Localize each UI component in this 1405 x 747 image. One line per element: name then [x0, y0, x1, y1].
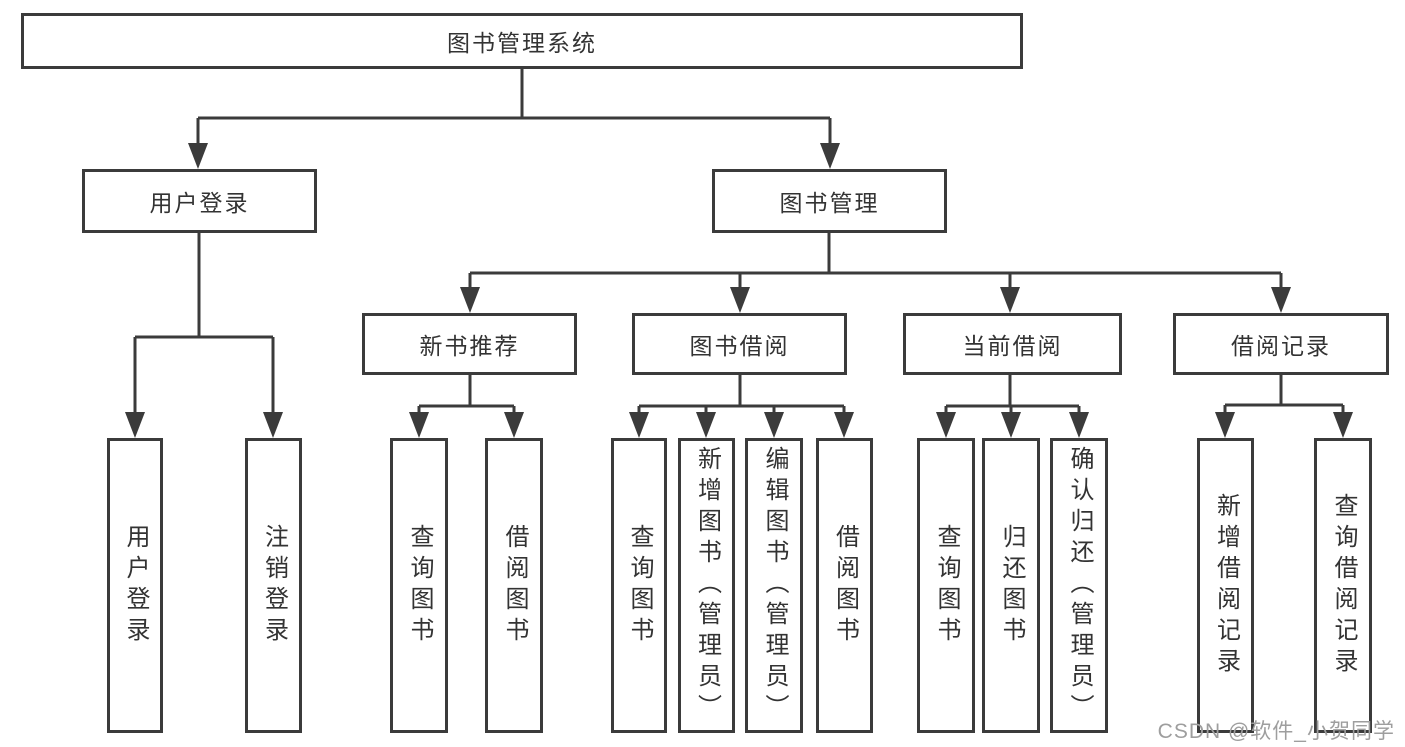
arrowhead-icon [1000, 287, 1020, 313]
node-leaf-return-books: 归还图书 [982, 438, 1040, 733]
arrowhead-icon [1215, 412, 1235, 438]
node-label: 当前借阅 [962, 333, 1063, 359]
node-leaf-query-borrow-record: 查询借阅记录 [1314, 438, 1372, 733]
node-label: 归还图书 [998, 523, 1025, 648]
node-label: 图书借阅 [689, 333, 790, 359]
node-leaf-query-books-2: 查询图书 [611, 438, 667, 733]
node-leaf-query-books-1: 查询图书 [390, 438, 448, 733]
arrowhead-icon [1001, 412, 1021, 438]
arrowhead-icon [834, 412, 854, 438]
node-leaf-logout: 注销登录 [245, 438, 302, 733]
node-current-borrowing: 当前借阅 [903, 313, 1122, 375]
node-leaf-confirm-return: 确认归还（管理员） [1050, 438, 1108, 733]
node-leaf-query-books-3: 查询图书 [917, 438, 975, 733]
node-label: 图书管理系统 [447, 30, 597, 56]
arrowhead-icon [504, 412, 524, 438]
node-label: 新增图书（管理员） [693, 446, 721, 725]
node-book-management: 图书管理 [712, 169, 947, 233]
node-leaf-user-login: 用户登录 [107, 438, 163, 733]
node-label: 查询图书 [933, 523, 960, 648]
node-label: 查询图书 [406, 523, 433, 648]
node-leaf-edit-books: 编辑图书（管理员） [745, 438, 803, 733]
arrowhead-icon [696, 412, 716, 438]
node-label: 查询图书 [626, 523, 653, 648]
node-book-borrowing: 图书借阅 [632, 313, 847, 375]
arrowhead-icon [629, 412, 649, 438]
node-user-login: 用户登录 [82, 169, 317, 233]
arrowhead-icon [125, 412, 145, 438]
arrowhead-icon [460, 287, 480, 313]
node-root: 图书管理系统 [21, 13, 1023, 69]
arrowhead-icon [936, 412, 956, 438]
node-leaf-add-books: 新增图书（管理员） [678, 438, 735, 733]
arrowhead-icon [188, 143, 208, 169]
node-label: 编辑图书（管理员） [761, 446, 788, 725]
arrowhead-icon [263, 412, 283, 438]
node-label: 新书推荐 [419, 333, 520, 359]
arrowhead-icon [1333, 412, 1353, 438]
node-leaf-add-borrow-record: 新增借阅记录 [1197, 438, 1254, 733]
node-label: 借阅图书 [501, 523, 528, 648]
arrowhead-icon [764, 412, 784, 438]
arrowhead-icon [730, 287, 750, 313]
watermark: CSDN @软件_小贺同学 [1157, 720, 1395, 743]
node-label: 用户登录 [122, 523, 149, 648]
arrowhead-icon [820, 143, 840, 169]
node-label: 注销登录 [260, 523, 288, 648]
node-label: 用户登录 [149, 190, 250, 216]
node-label: 借阅记录 [1231, 333, 1331, 359]
arrowhead-icon [1271, 287, 1291, 313]
node-label: 新增借阅记录 [1212, 492, 1240, 679]
node-borrowing-records: 借阅记录 [1173, 313, 1389, 375]
node-label: 查询借阅记录 [1330, 492, 1357, 679]
arrowhead-icon [1069, 412, 1089, 438]
node-leaf-borrow-books-1: 借阅图书 [485, 438, 543, 733]
arrowhead-icon [409, 412, 429, 438]
node-leaf-borrow-books-2: 借阅图书 [816, 438, 873, 733]
node-label: 借阅图书 [831, 523, 859, 648]
node-label: 确认归还（管理员） [1066, 446, 1093, 725]
node-label: 图书管理 [779, 190, 880, 216]
node-new-book-recommend: 新书推荐 [362, 313, 577, 375]
